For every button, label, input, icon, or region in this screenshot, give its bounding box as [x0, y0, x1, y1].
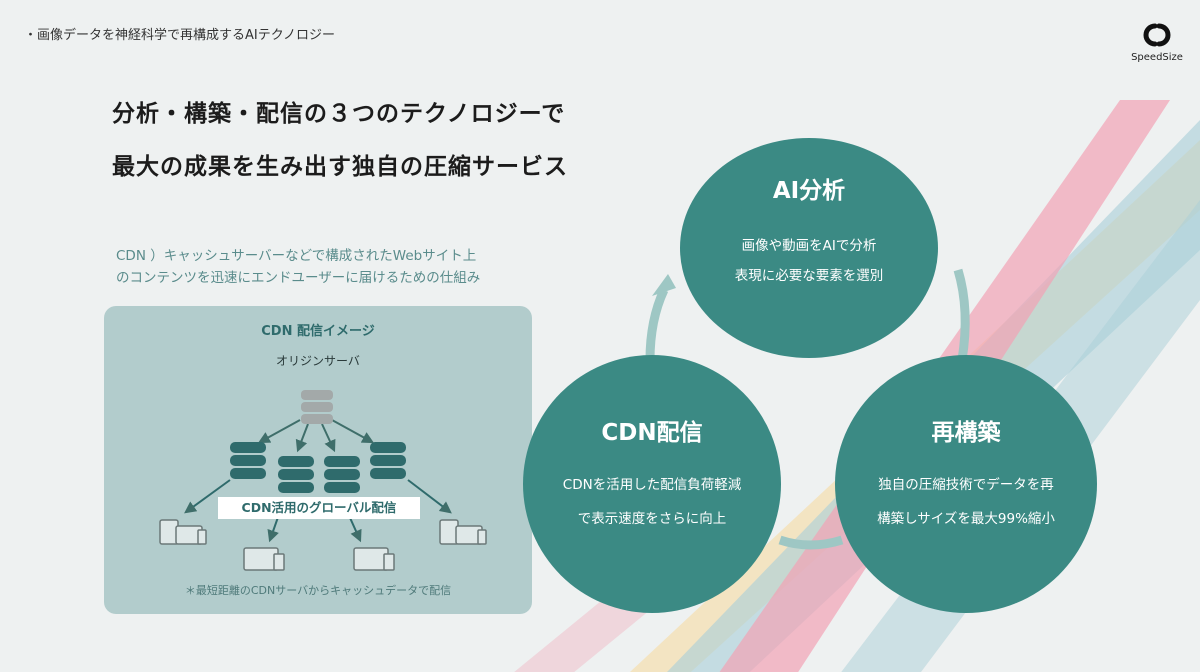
rebuild-line-1: 独自の圧縮技術でデータを再: [878, 477, 1054, 493]
cdn-server-icon: [278, 456, 314, 493]
rebuild-title: 再構築: [931, 420, 1001, 446]
cdn-delivery-line-2: で表示速度をさらに向上: [577, 511, 727, 527]
cdn-delivery-title: CDN配信: [601, 420, 703, 446]
rebuild-circle: 再構築 独自の圧縮技術でデータを再 構築しサイズを最大99%縮小: [835, 355, 1097, 613]
logo-text: SpeedSize: [1131, 52, 1183, 63]
cdn-diagram-panel: [104, 306, 532, 614]
ai-analysis-circle: AI分析 画像や動画をAIで分析 表現に必要な要素を選別: [680, 138, 938, 358]
ai-analysis-line-1: 画像や動画をAIで分析: [741, 238, 877, 254]
ai-analysis-title: AI分析: [772, 178, 846, 204]
origin-server-label: オリジンサーバ: [276, 354, 360, 368]
cdn-server-icon: [324, 456, 360, 493]
cdn-delivery-line-1: CDNを活用した配信負荷軽減: [562, 477, 742, 493]
cdn-server-icon: [230, 442, 266, 479]
panel-title: CDN 配信イメージ: [261, 324, 375, 339]
device-icon: [243, 547, 285, 571]
headline-line-2: 最大の成果を生み出す独自の圧縮サービス: [112, 154, 568, 180]
cdn-server-icon: [370, 442, 406, 479]
device-icon: [439, 519, 487, 545]
cdn-delivery-circle: CDN配信 CDNを活用した配信負荷軽減 で表示速度をさらに向上: [523, 355, 781, 613]
cdn-note-line-2: のコンテンツを迅速にエンドユーザーに届けるための仕組み: [116, 270, 481, 286]
cdn-global-delivery-label: CDN活用のグローバル配信: [218, 497, 420, 519]
rebuild-line-2: 構築しサイズを最大99%縮小: [877, 511, 1055, 527]
origin-server-icon: [301, 390, 333, 424]
ai-analysis-line-2: 表現に必要な要素を選別: [734, 268, 884, 284]
device-icon: [159, 519, 207, 545]
headline-line-1: 分析・構築・配信の３つのテクノロジーで: [112, 101, 566, 127]
device-icon: [353, 547, 395, 571]
cdn-network-diagram: [159, 390, 487, 571]
brand-logo: SpeedSize: [1122, 20, 1192, 63]
breadcrumb: ・画像データを神経科学で再構成するAIテクノロジー: [24, 28, 335, 43]
panel-footnote: ＊最短距離のCDNサーバからキャッシュデータで配信: [184, 584, 452, 597]
cdn-note-line-1: CDN ）キャッシュサーバーなどで構成されたWebサイト上: [116, 248, 477, 264]
speedsize-logo-icon: [1143, 23, 1171, 47]
